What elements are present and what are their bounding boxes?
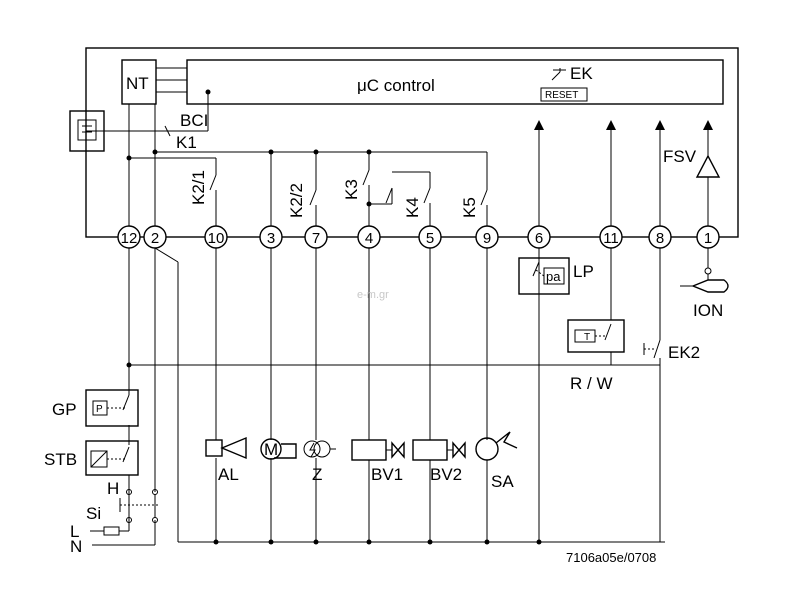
svg-text:2: 2 xyxy=(151,230,159,247)
ek-label: EK xyxy=(570,64,593,83)
svg-text:10: 10 xyxy=(208,230,225,247)
relay-contacts xyxy=(209,169,488,206)
t-label: T xyxy=(584,332,590,343)
gp-pressure-switch xyxy=(85,389,139,427)
terminal-10: 10 xyxy=(204,225,228,249)
terminal-4: 4 xyxy=(357,225,381,249)
k2-2-label: K2/2 xyxy=(287,183,306,218)
m-label: M xyxy=(264,440,278,459)
k1-label: K1 xyxy=(176,133,197,152)
stb-label: STB xyxy=(44,450,77,469)
lp-label: LP xyxy=(573,262,594,281)
fsv-label: FSV xyxy=(663,147,697,166)
bv1-fuel-valve xyxy=(351,439,405,461)
svg-text:5: 5 xyxy=(426,230,434,247)
ek2-label: EK2 xyxy=(668,343,700,362)
terminal-9: 9 xyxy=(475,225,499,249)
fsv-amplifier xyxy=(695,154,721,178)
h-main-switch xyxy=(119,489,158,523)
stb-limiter xyxy=(85,440,139,476)
svg-text:1: 1 xyxy=(704,230,712,247)
svg-text:11: 11 xyxy=(603,230,619,247)
sa-label: SA xyxy=(491,472,514,491)
al-label: AL xyxy=(218,465,239,484)
input-arrows xyxy=(534,120,713,130)
terminal-6: 6 xyxy=(527,225,551,249)
n-label: N xyxy=(70,537,82,556)
k5-label: K5 xyxy=(460,197,479,218)
svg-text:6: 6 xyxy=(535,230,543,247)
z-ignition-transformer xyxy=(303,440,336,458)
lp-pressure-switch xyxy=(518,257,570,295)
wiring-dots xyxy=(126,362,542,545)
k3-label: K3 xyxy=(342,179,361,200)
sa-actuator xyxy=(475,431,518,461)
bv1-label: BV1 xyxy=(371,465,403,484)
svg-text:7: 7 xyxy=(312,230,320,247)
nt-uc-link xyxy=(156,67,187,93)
svg-text:8: 8 xyxy=(656,230,664,247)
bci-label: BCI xyxy=(180,111,208,130)
terminal-7: 7 xyxy=(304,225,328,249)
bv2-fuel-valve xyxy=(412,439,466,461)
uc-control-box xyxy=(186,59,724,105)
terminal-8: 8 xyxy=(648,225,672,249)
terminal-1: 1 xyxy=(696,225,720,249)
external-wiring xyxy=(90,247,709,546)
z-label: Z xyxy=(312,465,322,484)
p-label: P xyxy=(96,404,103,415)
nt-box xyxy=(121,59,157,105)
controller-housing xyxy=(85,47,739,238)
terminal-11: 11 xyxy=(599,225,623,249)
bv2-label: BV2 xyxy=(430,465,462,484)
uc-control-label: μC control xyxy=(357,76,435,95)
svg-text:3: 3 xyxy=(267,230,275,247)
gp-label: GP xyxy=(52,400,77,419)
al-alarm-horn xyxy=(205,436,247,460)
svg-text:12: 12 xyxy=(121,230,138,247)
internal-wiring xyxy=(128,104,709,237)
k2-1-label: K2/1 xyxy=(189,170,208,205)
nt-label: NT xyxy=(126,74,149,93)
ion-probe xyxy=(680,267,729,293)
ek-reset-button xyxy=(540,68,588,102)
terminal-3: 3 xyxy=(259,225,283,249)
m-fan-motor xyxy=(260,438,297,460)
k4-label: K4 xyxy=(403,197,422,218)
svg-text:9: 9 xyxy=(483,230,491,247)
pa-label: pa xyxy=(546,269,561,284)
rw-thermostat xyxy=(567,319,625,353)
watermark: e-m.gr xyxy=(357,289,389,301)
drawing-code: 7106a05e/0708 xyxy=(566,550,656,565)
terminal-2: 2 xyxy=(143,225,167,249)
si-fuse xyxy=(103,526,120,536)
junction-dots xyxy=(126,149,372,207)
ek2-reset-button xyxy=(643,339,661,359)
terminal-5: 5 xyxy=(418,225,442,249)
terminal-12: 12 xyxy=(117,225,141,249)
l-label: L xyxy=(70,522,79,541)
reset-label: RESET xyxy=(545,90,578,101)
bci-connector xyxy=(69,89,211,152)
rw-label: R / W xyxy=(570,374,613,393)
svg-text:4: 4 xyxy=(365,230,373,247)
h-label: H xyxy=(107,479,119,498)
ion-label: ION xyxy=(693,301,723,320)
si-label: Si xyxy=(86,504,101,523)
